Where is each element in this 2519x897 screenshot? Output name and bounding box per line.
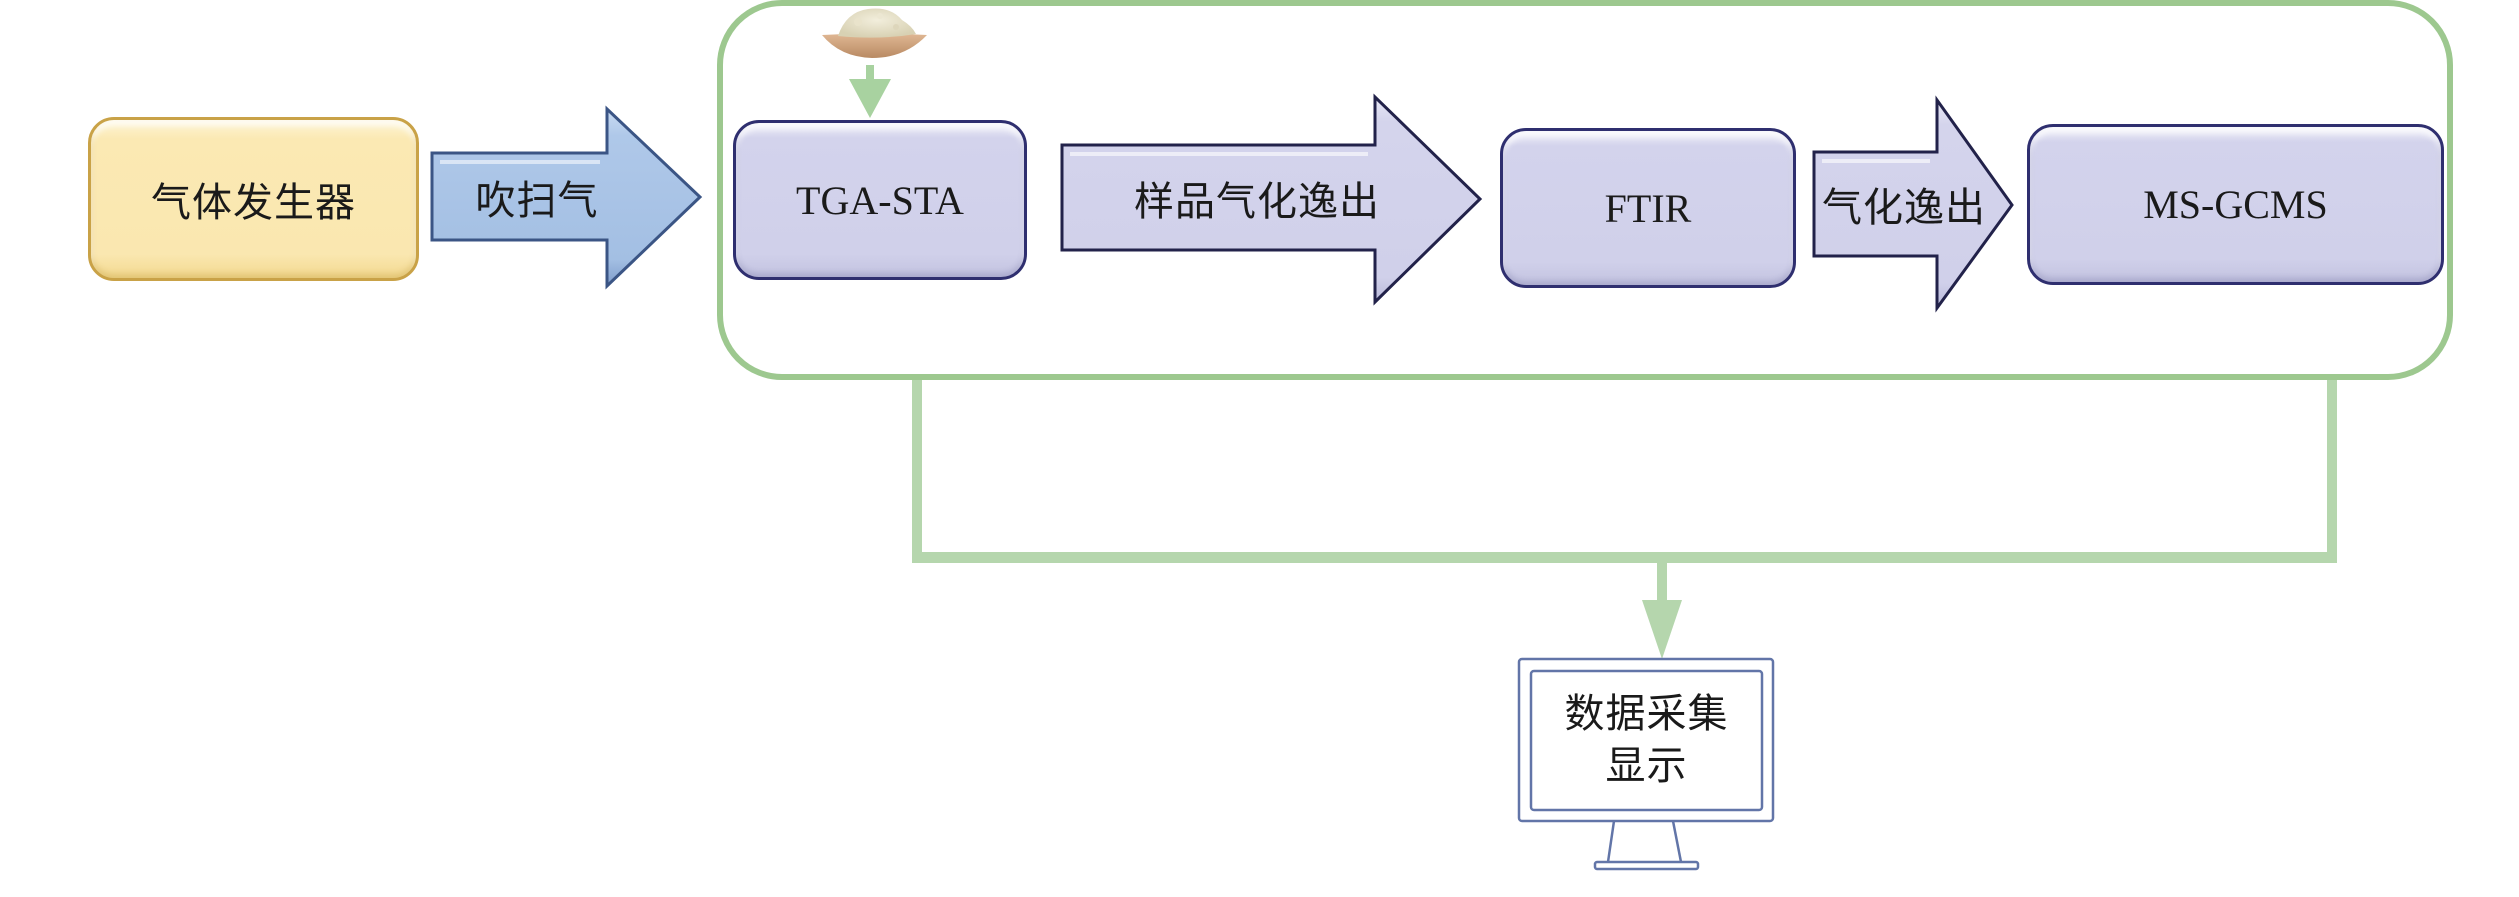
connector-horizontal: [912, 552, 2337, 563]
sample-powder-dish-icon: [822, 8, 927, 58]
purge-gas-arrow: [430, 105, 703, 290]
computer-monitor-icon: [1517, 657, 1775, 871]
gasified-evolved-arrow: [1812, 95, 2014, 313]
monitor-screen: [1529, 669, 1764, 812]
sample-gasified-arrow: [1060, 93, 1483, 306]
connector-left-vertical: [912, 380, 922, 562]
analysis-system-container: [717, 0, 2453, 380]
tga-sta-node: [733, 120, 1027, 280]
data-connector: [912, 380, 2337, 659]
connector-down-arrowhead: [1642, 600, 1682, 659]
gas-generator-node: [88, 117, 419, 281]
connector-right-vertical: [2327, 380, 2337, 562]
sample-feed-arrowhead: [849, 79, 891, 118]
ms-gcms-node: [2027, 124, 2444, 285]
monitor-base: [1593, 860, 1700, 871]
monitor-bezel: [1517, 657, 1775, 823]
monitor-stand: [1606, 820, 1616, 863]
ftir-node: [1500, 128, 1796, 288]
monitor-stand-right: [1671, 820, 1683, 863]
sample-feed-stem: [866, 65, 874, 81]
connector-down-stem: [1657, 562, 1667, 604]
